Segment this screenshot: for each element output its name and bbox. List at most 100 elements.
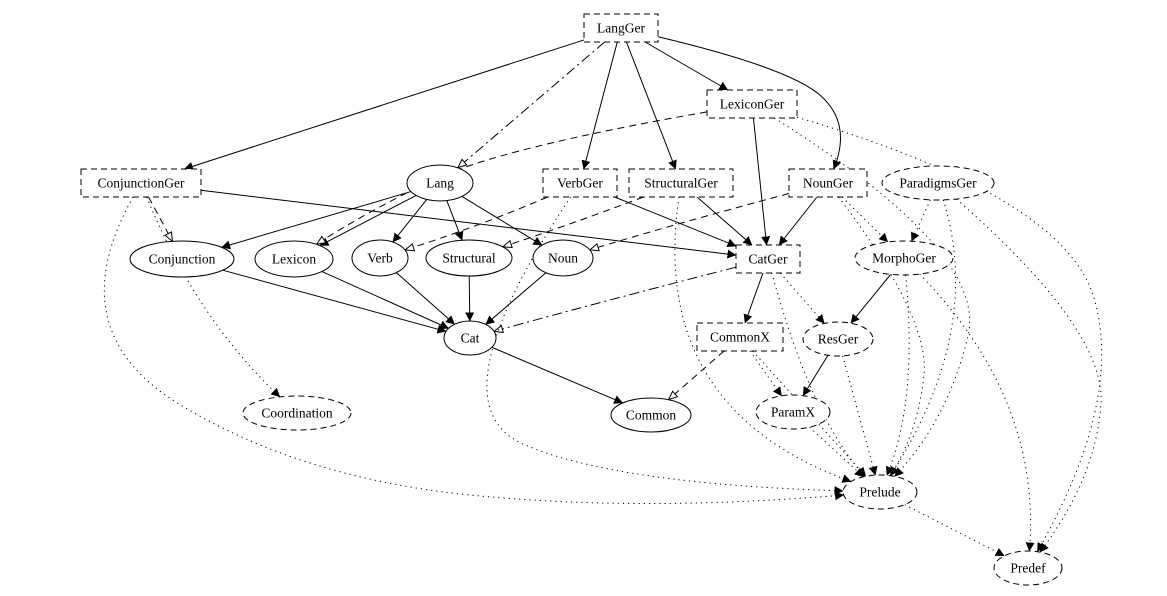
node-Lang: Lang (406, 164, 474, 202)
edge-CatGer-ResGer (779, 272, 825, 324)
edge-ParadigmsGer-Prelude (890, 199, 957, 477)
ellipse-shape (842, 474, 918, 510)
ellipse-shape (610, 397, 692, 433)
edge-LexiconGer-CatGer (752, 117, 771, 246)
edge-MorphoGer-Prelude (886, 274, 910, 476)
edge-Lang-Noun (461, 195, 543, 246)
node-label: Verb (367, 251, 393, 266)
node-MorphoGer: MorphoGer (854, 240, 954, 276)
node-label: Cat (461, 331, 480, 346)
edge-Noun-Cat (485, 272, 547, 325)
edge-Lexicon-Cat (321, 271, 449, 329)
box-shape (583, 13, 659, 43)
node-label: VerbGer (557, 176, 603, 191)
edge-Cat-Common (491, 346, 624, 404)
edge-NounGer-Noun (590, 192, 790, 249)
edge-Conjunction-Cat (222, 269, 447, 334)
node-label: LexiconGer (720, 97, 785, 112)
edge-CatGer-Prelude (771, 272, 866, 477)
node-label: Lexicon (272, 252, 316, 267)
ellipse-shape (425, 239, 513, 277)
node-label: MorphoGer (872, 251, 936, 266)
node-Noun: Noun (532, 239, 594, 277)
edge-ConjunctionGer-Conjunction (148, 196, 173, 241)
ellipse-shape (993, 550, 1063, 586)
node-label: ParadigmsGer (899, 176, 977, 191)
box-shape (542, 168, 618, 198)
ellipse-shape (129, 240, 235, 278)
node-label: ParamX (771, 405, 815, 420)
box-shape (80, 168, 202, 198)
node-Common: Common (610, 397, 692, 433)
edge-LangGer-Lang (458, 41, 605, 168)
node-LexiconGer: LexiconGer (706, 89, 798, 119)
node-Coordination: Coordination (242, 395, 352, 431)
edge-StructuralGer-Structural (503, 196, 644, 247)
edge-CommonX-Prelude (752, 350, 867, 477)
edge-LangGer-LexiconGer (644, 41, 729, 91)
node-label: ConjunctionGer (98, 176, 185, 191)
edge-Lang-Lexicon (319, 194, 417, 246)
edges-layer (104, 36, 1103, 557)
node-label: Lang (426, 176, 454, 191)
edge-MorphoGer-Predef (919, 273, 1035, 552)
node-Structural: Structural (425, 239, 513, 277)
box-shape (696, 322, 784, 352)
edge-StructuralGer-Prelude (674, 196, 852, 483)
node-CatGer: CatGer (735, 244, 801, 274)
box-shape (735, 244, 801, 274)
ellipse-shape (755, 394, 831, 430)
ellipse-shape (242, 395, 352, 431)
node-label: Prelude (859, 485, 900, 500)
node-NounGer: NounGer (788, 168, 868, 198)
node-label: StructuralGer (644, 176, 718, 191)
edge-StructuralGer-CatGer (696, 196, 753, 246)
edge-VerbGer-Prelude (486, 196, 844, 496)
edge-Structural-Cat (465, 275, 475, 322)
edge-MorphoGer-ResGer (850, 274, 892, 324)
node-ConjunctionGer: ConjunctionGer (80, 168, 202, 198)
edge-ConjunctionGer-Coordination (146, 196, 281, 398)
edge-VerbGer-CatGer (614, 196, 737, 248)
edge-NounGer-CatGer (778, 196, 818, 246)
edge-Lang-Verb (392, 199, 428, 243)
ellipse-shape (532, 239, 594, 277)
edge-ResGer-ParamX (802, 355, 829, 397)
node-VerbGer: VerbGer (542, 168, 618, 198)
edge-CatGer-Cat (494, 266, 737, 331)
node-LangGer: LangGer (583, 13, 659, 43)
node-label: Structural (442, 251, 495, 266)
node-Predef: Predef (993, 550, 1063, 586)
node-ResGer: ResGer (802, 321, 874, 357)
edge-ConjunctionGer-CatGer (200, 189, 737, 259)
node-label: CatGer (749, 252, 788, 267)
node-label: Coordination (261, 406, 332, 421)
edge-LangGer-VerbGer (581, 41, 618, 170)
ellipse-shape (881, 165, 995, 201)
edge-ResGer-Prelude (842, 355, 878, 476)
edge-CommonX-Common (668, 350, 725, 400)
box-shape (706, 89, 798, 119)
node-Cat: Cat (443, 320, 497, 356)
ellipse-shape (254, 240, 334, 278)
node-label: NounGer (803, 176, 854, 191)
node-Lexicon: Lexicon (254, 240, 334, 278)
edge-LangGer-StructuralGer (625, 41, 677, 170)
edge-Verb-Cat (396, 272, 455, 325)
edge-CommonX-ParamX (749, 350, 782, 397)
edge-LangGer-NounGer (657, 36, 842, 170)
edge-NounGer-MorphoGer (841, 196, 889, 243)
box-shape (788, 168, 868, 198)
ellipse-shape (406, 164, 474, 202)
ellipse-shape (854, 240, 954, 276)
edge-Prelude-Predef (904, 504, 1005, 557)
ellipse-shape (351, 239, 409, 277)
ellipse-shape (802, 321, 874, 357)
node-label: CommonX (710, 330, 770, 345)
node-label: Conjunction (149, 252, 216, 267)
edge-Lang-Conjunction (221, 191, 412, 250)
edge-CatGer-CommonX (743, 272, 764, 324)
edge-ParadigmsGer-MorphoGer (911, 199, 931, 242)
